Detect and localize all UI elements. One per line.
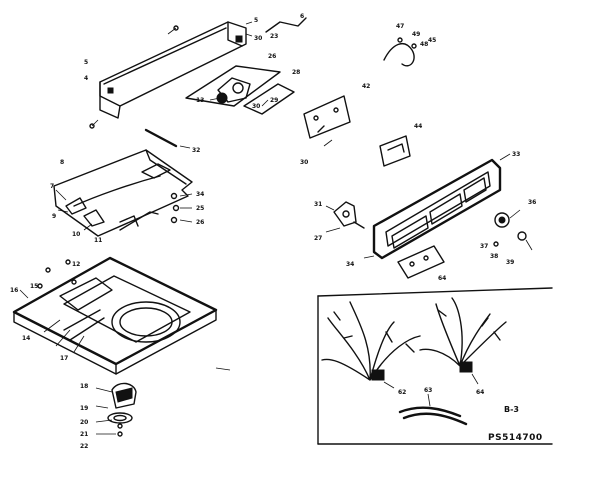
callout-16: 16 xyxy=(10,287,18,294)
callout-26: 26 xyxy=(196,219,204,226)
cabinet-fasteners xyxy=(19,259,85,353)
callout-18: 18 xyxy=(80,383,88,390)
callout-26: 26 xyxy=(268,53,276,60)
callout-62: 62 xyxy=(398,389,406,396)
callout-15: 15 xyxy=(30,283,38,290)
control-plate xyxy=(303,95,351,147)
callout-19: 19 xyxy=(80,405,88,412)
callout-30: 30 xyxy=(254,35,262,42)
callout-28: 28 xyxy=(292,69,300,76)
callout-27: 27 xyxy=(314,235,322,242)
console-bar xyxy=(99,21,253,119)
callout-31: 31 xyxy=(314,201,322,208)
fastener-part xyxy=(170,192,193,224)
callout-32: 32 xyxy=(192,147,200,154)
callout-labels: 5 30 6 5 4 23 26 28 13 29 30 47 49 48 45… xyxy=(10,13,536,450)
callout-23: 23 xyxy=(270,33,278,40)
callout-64: 64 xyxy=(438,275,446,282)
hinge-part xyxy=(55,189,139,231)
callout-30: 30 xyxy=(300,159,308,166)
callout-49: 49 xyxy=(412,31,420,38)
callout-47: 47 xyxy=(396,23,404,30)
wiring-inset xyxy=(317,287,553,445)
callout-45: 45 xyxy=(428,37,436,44)
callout-48: 48 xyxy=(420,41,428,48)
lid-switch xyxy=(95,382,137,437)
callout-38: 38 xyxy=(490,253,498,260)
callout-22: 22 xyxy=(80,443,88,450)
callout-30: 30 xyxy=(252,103,260,110)
callout-44: 44 xyxy=(414,123,422,130)
backsplash-panel xyxy=(372,153,511,260)
callout-20: 20 xyxy=(80,419,88,426)
lid-part xyxy=(53,128,193,237)
callout-39: 39 xyxy=(506,259,514,266)
bracket-part xyxy=(265,17,307,33)
inset-label: B-3 xyxy=(504,405,519,414)
callout-4: 4 xyxy=(84,75,88,82)
callout-64: 64 xyxy=(476,389,484,396)
callout-13: 13 xyxy=(196,97,204,104)
switch-part xyxy=(379,135,411,167)
callout-37: 37 xyxy=(480,243,488,250)
callout-5: 5 xyxy=(254,17,258,24)
callout-11: 11 xyxy=(94,237,102,244)
knob-part xyxy=(493,209,533,251)
cabinet-top xyxy=(12,256,231,375)
callout-42: 42 xyxy=(362,83,370,90)
callout-14: 14 xyxy=(22,335,30,342)
callout-5: 5 xyxy=(84,59,88,66)
screw-part xyxy=(89,25,179,129)
callout-34: 34 xyxy=(346,261,354,268)
terminal-plate xyxy=(363,245,445,279)
timer-bracket xyxy=(185,65,295,115)
drawing-number: PS514700 xyxy=(488,433,543,443)
callout-63: 63 xyxy=(424,387,432,394)
wire-clip xyxy=(383,37,417,67)
callout-9: 9 xyxy=(52,213,56,220)
callout-34: 34 xyxy=(196,191,204,198)
callout-36: 36 xyxy=(528,199,536,206)
callout-25: 25 xyxy=(196,205,204,212)
callout-10: 10 xyxy=(72,231,80,238)
switch-bracket xyxy=(325,201,365,233)
callout-21: 21 xyxy=(80,431,88,438)
callout-29: 29 xyxy=(270,97,278,104)
callout-17: 17 xyxy=(60,355,68,362)
callout-8: 8 xyxy=(60,159,64,166)
callout-6: 6 xyxy=(300,13,304,20)
callout-33: 33 xyxy=(512,151,520,158)
callout-12: 12 xyxy=(72,261,80,268)
callout-7: 7 xyxy=(50,183,54,190)
